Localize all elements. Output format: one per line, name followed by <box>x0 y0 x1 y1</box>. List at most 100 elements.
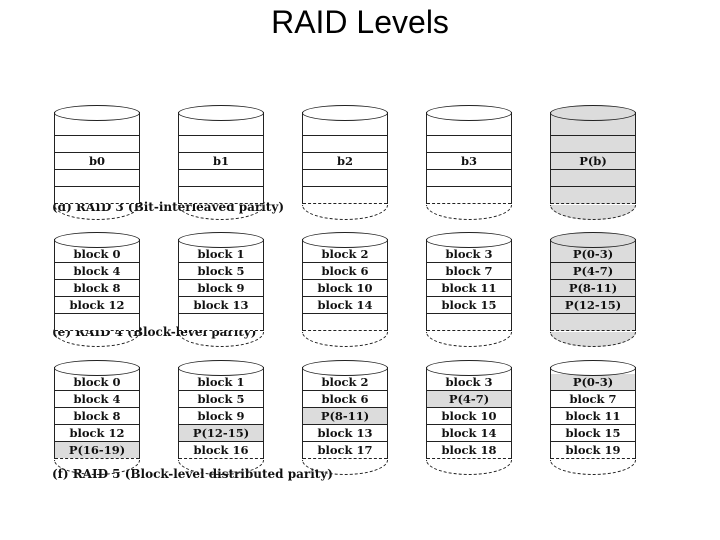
disk-top <box>302 105 388 121</box>
disk-top <box>54 105 140 121</box>
disk-block: P(8-11) <box>551 279 635 296</box>
disk-block <box>55 119 139 135</box>
disk-block <box>427 186 511 203</box>
disk-top <box>178 360 264 376</box>
disk-base <box>178 331 264 347</box>
disk-block <box>179 135 263 152</box>
disk-block: block 19 <box>551 441 635 458</box>
disk-block: b1 <box>179 152 263 169</box>
disk-bottom-edge <box>55 330 139 331</box>
disk-block <box>303 313 387 330</box>
disk-top <box>302 232 388 248</box>
disk-body: b0 <box>54 112 140 204</box>
disk-base <box>302 331 388 347</box>
disk-bottom-edge <box>427 330 511 331</box>
disk-block <box>303 169 387 186</box>
disk-block: block 3 <box>445 375 493 389</box>
disk-block <box>551 119 635 135</box>
disk-block: block 13 <box>179 296 263 313</box>
disk-base <box>54 204 140 220</box>
disk-block: block 2 <box>321 247 369 261</box>
disk-block: block 12 <box>55 296 139 313</box>
disk-block <box>179 169 263 186</box>
disk-cylinder: b1 <box>178 105 264 220</box>
disk-block: P(12-15) <box>179 424 263 441</box>
disk-block: block 11 <box>551 407 635 424</box>
disk-block <box>427 119 511 135</box>
disk-bottom-edge <box>179 330 263 331</box>
disk-block: block 13 <box>303 424 387 441</box>
disk-block: block 3 <box>445 247 493 261</box>
disk-block <box>427 135 511 152</box>
disk-bottom-edge <box>551 203 635 204</box>
disk-base <box>426 459 512 475</box>
disk-body: b2 <box>302 112 388 204</box>
disk-block: block 18 <box>427 441 511 458</box>
disk-block: P(0-3) <box>551 374 635 390</box>
disk-bottom-edge <box>303 330 387 331</box>
disk-bottom-edge <box>179 458 263 459</box>
disk-base <box>550 204 636 220</box>
disk-block: block 10 <box>303 279 387 296</box>
disk-block: block 8 <box>55 279 139 296</box>
disk-block <box>55 135 139 152</box>
disk-block <box>179 119 263 135</box>
disk-block: block 1 <box>197 375 245 389</box>
disk-block: block 6 <box>303 262 387 279</box>
disk-block: block 15 <box>551 424 635 441</box>
disk-base <box>178 204 264 220</box>
disk-block: block 5 <box>179 262 263 279</box>
disk-block: P(12-15) <box>551 296 635 313</box>
disk-base <box>54 331 140 347</box>
disk-block <box>551 313 635 330</box>
disk-block <box>551 169 635 186</box>
disk-base <box>550 331 636 347</box>
page-title: RAID Levels <box>271 4 449 40</box>
disk-block: block 2 <box>321 375 369 389</box>
disk-block: b0 <box>55 152 139 169</box>
disk-block: block 10 <box>427 407 511 424</box>
disk-base <box>426 204 512 220</box>
disk-block: block 9 <box>179 279 263 296</box>
disk-block: block 12 <box>55 424 139 441</box>
disk-block: block 4 <box>55 262 139 279</box>
disk-bottom-edge <box>55 458 139 459</box>
disk-top <box>550 232 636 248</box>
disk-block <box>303 186 387 203</box>
disk-top <box>426 360 512 376</box>
disk-block: b3 <box>427 152 511 169</box>
disk-block: block 16 <box>179 441 263 458</box>
disk-block: b2 <box>303 152 387 169</box>
disk-bottom-edge <box>427 203 511 204</box>
disk-block: P(4-7) <box>551 262 635 279</box>
disk-block: P(b) <box>551 152 635 169</box>
disk-block: block 15 <box>427 296 511 313</box>
disk-top <box>54 232 140 248</box>
disk-top <box>550 360 636 376</box>
disk-body: P(0-3)P(4-7)P(8-11)P(12-15) <box>550 239 636 331</box>
disk-top <box>54 360 140 376</box>
disk-block <box>179 186 263 203</box>
disk-bottom-edge <box>179 203 263 204</box>
disk-cylinder: P(0-3)P(4-7)P(8-11)P(12-15) <box>550 232 636 347</box>
disk-block <box>551 135 635 152</box>
disk-base <box>302 204 388 220</box>
disk-block: block 14 <box>427 424 511 441</box>
disk-block: block 5 <box>179 390 263 407</box>
disk-top <box>178 105 264 121</box>
